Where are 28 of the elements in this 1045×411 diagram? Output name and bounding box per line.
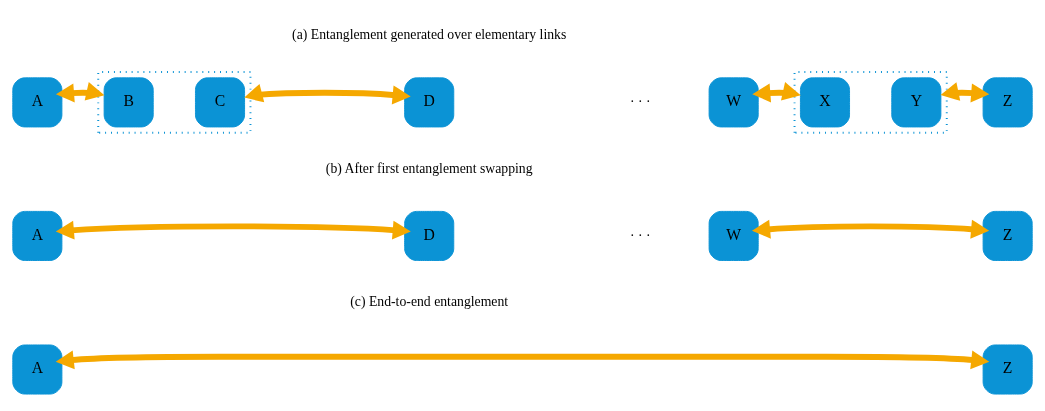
arrow [55,349,990,369]
node-box: Z [982,76,1033,127]
node-box: W [708,76,759,127]
cluster [97,70,252,134]
node-box: A [12,210,63,261]
arrow [752,219,990,239]
node-box: Y [891,76,942,127]
arrow [244,83,411,104]
label: (a) Entanglement generated over elementary links [292,26,567,42]
cluster [793,70,948,134]
node-box: B [103,76,154,127]
label: · · · [630,93,651,109]
node-box: C [194,76,246,127]
arrow [55,81,105,102]
label: (c) End-to-end entanglement [350,293,509,309]
node-box: W [708,210,759,261]
node-box: A [12,76,63,127]
node-box: Z [982,210,1033,261]
arrow [940,81,990,102]
node-box: A [12,344,63,395]
node-box: D [404,76,455,127]
node-box: D [404,210,455,261]
node-box: Z [982,344,1033,395]
arrow [55,220,411,240]
arrow [752,81,801,102]
label: (b) After first entanglement swapping [325,160,533,176]
label: · · · [630,227,651,243]
node-box: X [799,76,851,127]
